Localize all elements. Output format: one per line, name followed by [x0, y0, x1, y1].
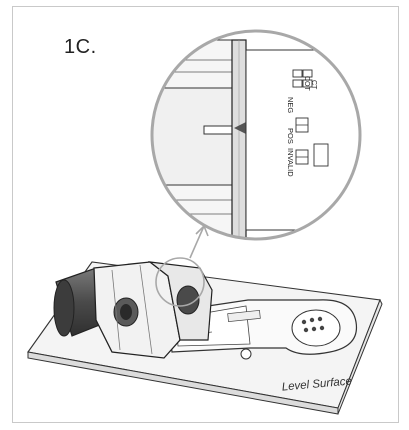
label-pos: POS — [286, 128, 295, 144]
label-cot: COT — [303, 76, 310, 92]
label-ct: CT — [310, 80, 317, 90]
label-neg: NEG — [286, 97, 295, 113]
callout-arrow — [189, 224, 209, 259]
step-label: 1C. — [64, 36, 97, 58]
focus-circle — [155, 257, 205, 307]
magnified-view — [150, 29, 362, 241]
collection-device — [53, 261, 213, 359]
cassette-dots — [301, 316, 325, 333]
test-cassette — [167, 299, 358, 360]
label-invalid: INVALID — [286, 148, 295, 177]
